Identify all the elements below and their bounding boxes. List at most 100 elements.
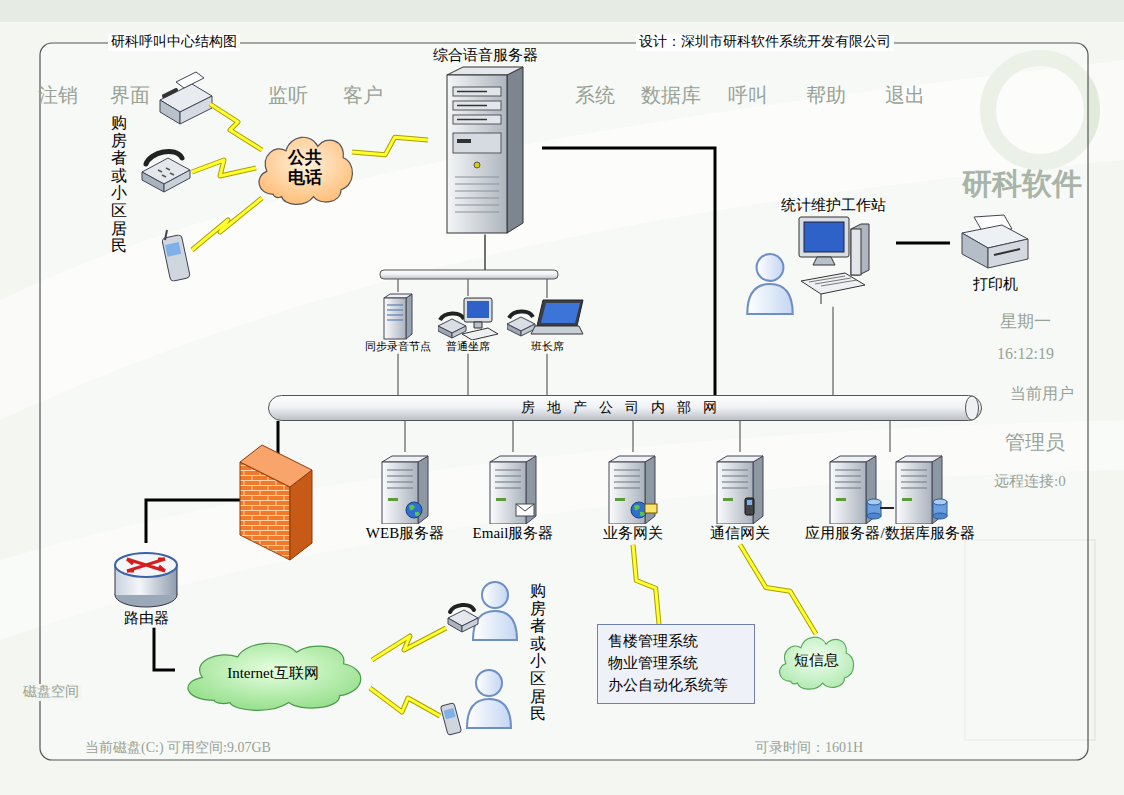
connector <box>832 307 833 395</box>
lan-band: 房地产公司内部网 <box>268 395 982 421</box>
desk-phone <box>146 151 182 164</box>
node-label: WEB服务器 <box>366 524 444 543</box>
person-figure <box>747 254 792 314</box>
watermark: 当前用户 <box>1010 384 1074 403</box>
fax-machine <box>176 72 204 88</box>
lightning-bolt <box>370 688 440 716</box>
lightning-bolt <box>192 160 256 176</box>
server-node-icon <box>880 507 894 509</box>
customer-phone <box>440 605 478 735</box>
voice-server-icon <box>455 197 499 198</box>
node-label: 同步录音节点 <box>365 340 431 354</box>
workstation-icon <box>809 276 845 282</box>
server-node-icon <box>495 475 521 476</box>
server-node-icon <box>406 502 422 518</box>
supervisor-seat-icon <box>541 303 580 323</box>
supervisor-seat: 班长席 <box>505 298 589 354</box>
voice-server-icon <box>453 115 501 124</box>
mobile-phone <box>165 230 167 240</box>
connector <box>632 421 633 452</box>
agent-seat-icon <box>438 326 452 338</box>
recording-node-icon <box>387 314 403 315</box>
node-label: 售楼管理系统 物业管理系统 办公自动化系统等 <box>608 631 744 696</box>
watermark: 注销 <box>38 83 78 107</box>
gateway-node-icon <box>745 498 754 515</box>
connector <box>890 421 891 452</box>
firewall <box>240 445 312 487</box>
connector <box>896 242 950 245</box>
voice-server-icon <box>457 91 487 93</box>
server-node-icon <box>830 456 876 462</box>
node-label: 统计维护工作站 <box>781 196 886 215</box>
gateway-node: 业务网关 <box>593 452 673 543</box>
desk-phone <box>142 151 190 192</box>
sms-cloud: 短信息 <box>774 630 858 692</box>
customer-phone <box>448 618 462 632</box>
watermark: 星期一 <box>1000 312 1051 332</box>
connector <box>633 421 634 452</box>
recording-node-icon <box>384 294 412 298</box>
supervisor-seat-icon <box>531 326 583 334</box>
connector <box>740 421 741 452</box>
node-label: 打印机 <box>973 275 1018 294</box>
customer-phone <box>462 618 478 632</box>
workstation-icon <box>821 280 857 286</box>
server-node: WEB服务器 <box>355 452 455 543</box>
agent-seat: 普通坐席 <box>437 296 499 354</box>
connector <box>739 421 740 452</box>
server-node-icon <box>387 475 413 476</box>
voice-server-icon <box>457 119 487 121</box>
connector <box>896 243 950 244</box>
server-node-icon <box>382 456 428 462</box>
customer-phone <box>450 605 474 612</box>
gateway-node-icon <box>717 462 753 524</box>
agent-seat-icon <box>467 301 489 318</box>
voice-server-icon <box>447 75 507 233</box>
server-node-icon <box>896 456 942 462</box>
gateway-node-icon <box>634 505 645 517</box>
node-label: 综合语音服务器 <box>433 46 538 65</box>
node-label: 普通坐席 <box>446 340 490 354</box>
server-node-icon <box>835 487 861 488</box>
connector <box>352 137 428 155</box>
connector <box>405 421 406 452</box>
connector <box>352 137 428 155</box>
server-node-icon <box>516 504 534 516</box>
server-node-icon <box>836 498 846 501</box>
connector <box>740 545 816 634</box>
node-label: 班长席 <box>531 340 564 354</box>
gateway-node-icon <box>614 475 640 476</box>
connector <box>485 235 547 298</box>
server-node-icon <box>933 499 947 505</box>
voice-server-icon <box>507 67 523 233</box>
connector <box>468 354 469 395</box>
watermark: 界面 <box>110 83 150 107</box>
node-label: Email服务器 <box>473 524 554 543</box>
gateway-node-icon <box>614 481 640 482</box>
agent-seat-icon <box>464 298 492 322</box>
lightning-bolt <box>192 160 256 176</box>
agent-seat-icon <box>474 322 482 328</box>
router-icon <box>127 559 165 571</box>
voice-server-icon <box>455 211 499 212</box>
person-figure <box>467 670 511 728</box>
router-icon <box>115 553 177 577</box>
pstn-cloud: 公共电话 <box>252 128 358 208</box>
vertical-note: 购房者或小区居民 <box>530 582 546 723</box>
person-figure <box>467 254 793 728</box>
server-node-icon <box>387 487 413 488</box>
connector <box>547 354 548 395</box>
connector <box>833 307 834 395</box>
connector <box>397 354 398 395</box>
gateway-node: 通信网关 <box>700 452 780 543</box>
router: 路由器 <box>104 543 188 628</box>
watermark: 客户 <box>343 83 383 107</box>
printer-icon <box>988 239 1028 268</box>
voice-server-icon <box>453 101 501 110</box>
supervisor-seat-icon <box>509 311 533 318</box>
lightning-bolt <box>210 104 262 150</box>
cloud-shape <box>780 637 854 689</box>
gateway-node-icon <box>715 452 765 524</box>
node-label: 业务网关 <box>603 524 663 543</box>
